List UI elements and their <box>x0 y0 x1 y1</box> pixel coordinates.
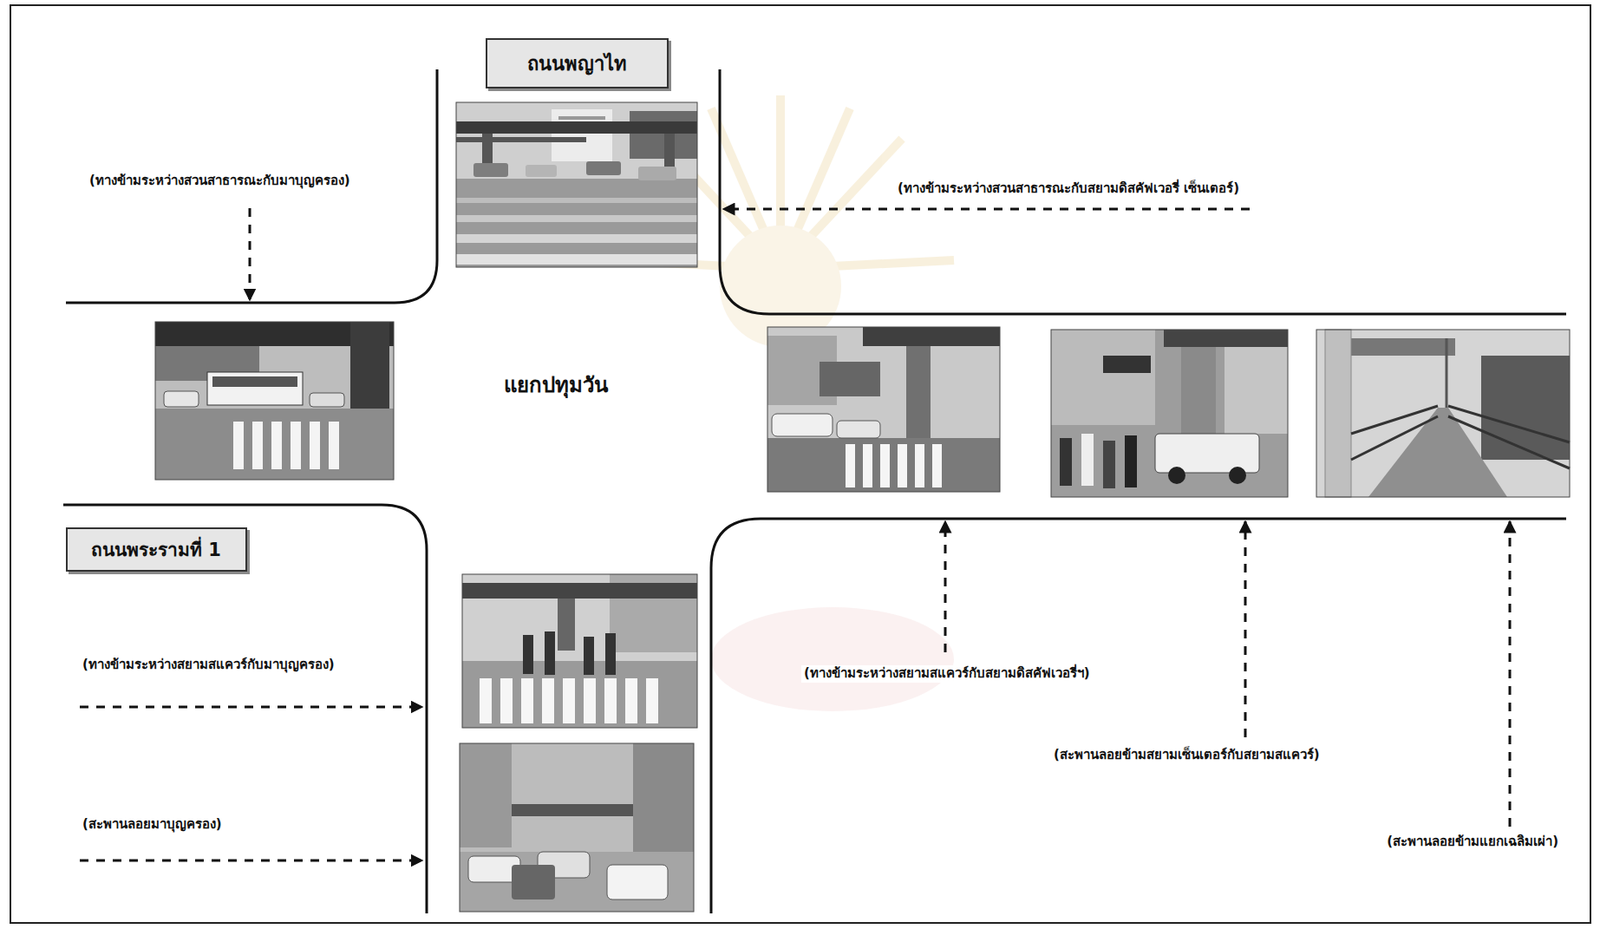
street-photo <box>456 102 698 268</box>
crossing-label: (ทางข้ามระหว่างสวนสาธารณะกับสยามดิสคัฟเว… <box>894 180 1242 198</box>
road-edge <box>63 69 1567 914</box>
road-name: ถนนพญาไท <box>527 48 627 79</box>
street-photo <box>462 574 698 728</box>
street-photo <box>155 321 394 480</box>
crossing-label: (ทางข้ามระหว่างสวนสาธารณะกับมาบุญครอง) <box>86 172 353 190</box>
road-name: ถนนพระรามที่ 1 <box>91 535 222 564</box>
footbridge-label: (สะพานลอยข้ามแยกเฉลิมเผ่า) <box>1384 833 1561 851</box>
street-photo <box>1316 329 1570 497</box>
road-name-box: ถนนพระรามที่ 1 <box>65 527 248 572</box>
intersection-name: แยกปทุมวัน <box>501 372 611 399</box>
footbridge-label: (สะพานลอยมาบุญครอง) <box>79 816 225 834</box>
street-photo <box>459 743 694 912</box>
street-photo <box>1051 329 1288 497</box>
frame <box>10 5 1591 923</box>
street-photo <box>767 326 1000 492</box>
crossing-label: (ทางข้ามระหว่างสยามสแควร์กับมาบุญครอง) <box>79 656 338 674</box>
crossing-label: (ทางข้ามระหว่างสยามสแควร์กับสยามดิสคัฟเว… <box>801 665 1093 683</box>
road-name-box: ถนนพญาไท <box>485 38 669 89</box>
leader-arrow <box>79 208 1510 861</box>
footbridge-label: (สะพานลอยข้ามสยามเซ็นเตอร์กับสยามสแควร์) <box>1051 746 1323 765</box>
